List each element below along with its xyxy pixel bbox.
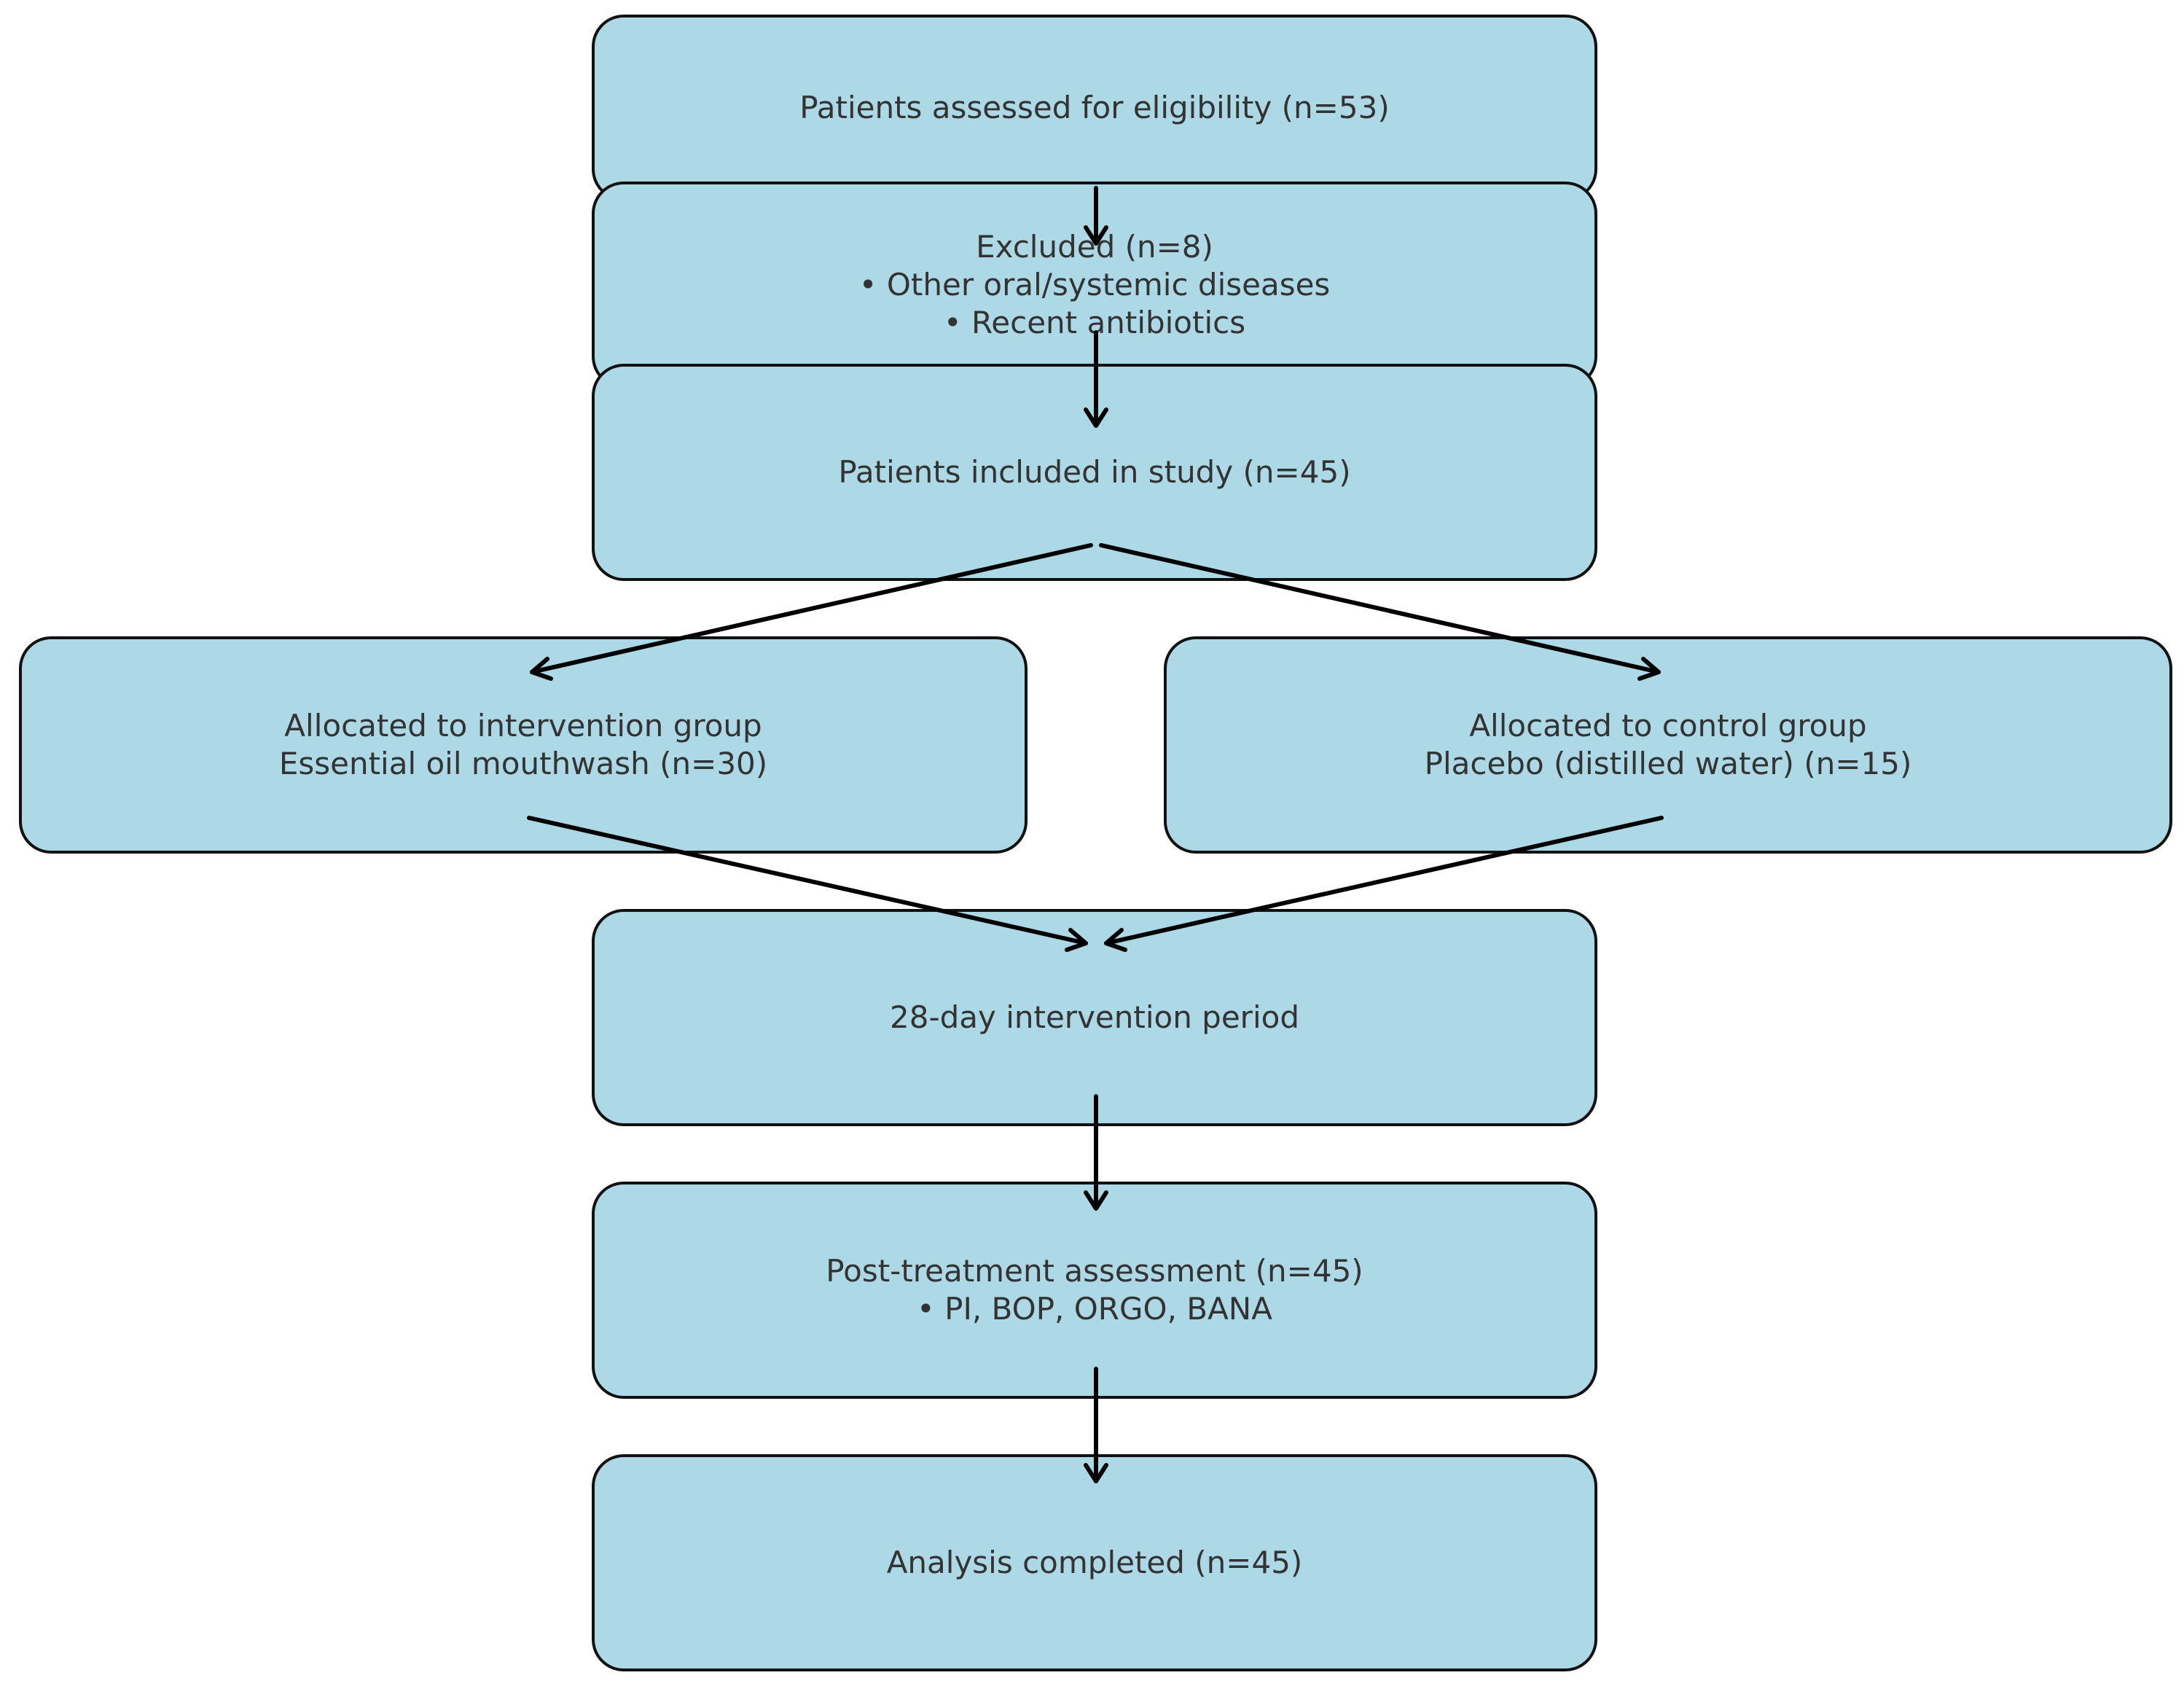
included-box: Patients included in study (n=45) bbox=[592, 364, 1597, 581]
post-treatment-measures: • PI, BOP, ORGO, BANA bbox=[917, 1291, 1272, 1327]
analysis-box: Analysis completed (n=45) bbox=[592, 1454, 1597, 1671]
intervention-period-text: 28-day intervention period bbox=[890, 999, 1299, 1035]
intervention-group-detail: Essential oil mouthwash (n=30) bbox=[278, 746, 768, 781]
control-group-detail: Placebo (distilled water) (n=15) bbox=[1424, 746, 1912, 781]
eligibility-assessment-box: Patients assessed for eligibility (n=53) bbox=[592, 15, 1597, 201]
intervention-period-box: 28-day intervention period bbox=[592, 909, 1597, 1126]
eligibility-assessment-text: Patients assessed for eligibility (n=53) bbox=[799, 90, 1390, 125]
included-text: Patients included in study (n=45) bbox=[838, 454, 1351, 490]
post-treatment-title: Post-treatment assessment (n=45) bbox=[826, 1253, 1363, 1289]
intervention-group-title: Allocated to intervention group bbox=[284, 708, 762, 744]
analysis-text: Analysis completed (n=45) bbox=[886, 1545, 1303, 1580]
excluded-count-text: Excluded (n=8) bbox=[976, 229, 1213, 265]
excluded-reason-antibiotics: • Recent antibiotics bbox=[943, 305, 1246, 340]
post-treatment-box: Post-treatment assessment (n=45) • PI, B… bbox=[592, 1182, 1597, 1399]
excluded-reason-diseases: • Other oral/systemic diseases bbox=[858, 267, 1331, 303]
control-group-box: Allocated to control group Placebo (dist… bbox=[1164, 636, 2172, 854]
control-group-title: Allocated to control group bbox=[1469, 708, 1867, 744]
intervention-group-box: Allocated to intervention group Essentia… bbox=[19, 636, 1028, 854]
excluded-box: Excluded (n=8) • Other oral/systemic dis… bbox=[592, 182, 1597, 389]
